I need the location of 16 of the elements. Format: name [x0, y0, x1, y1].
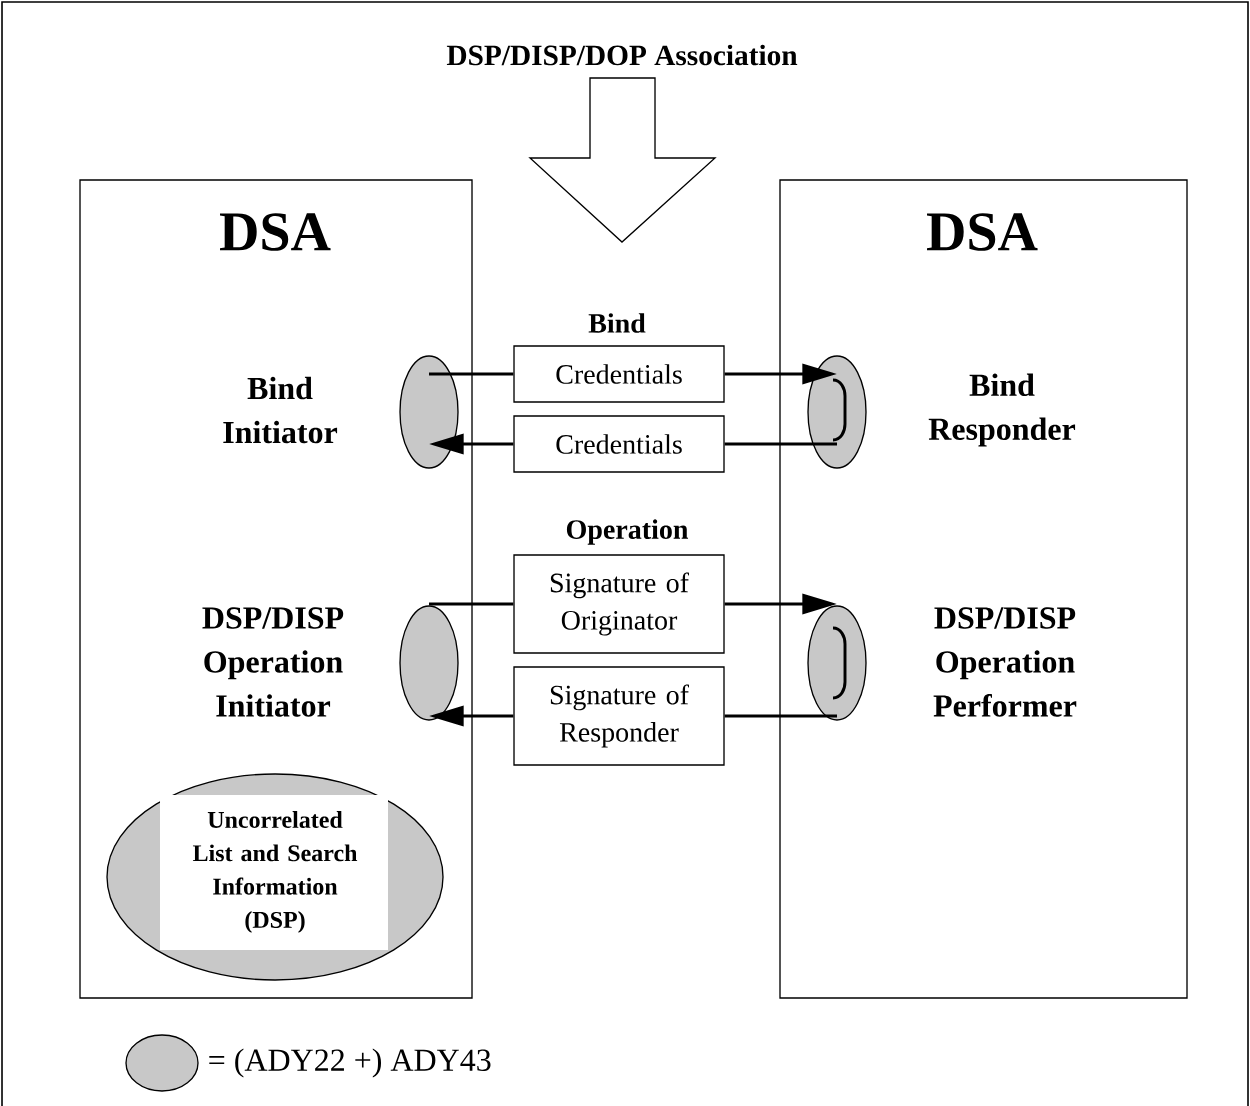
- role-label: Bind Responder: [928, 373, 1076, 447]
- ellipse: [399, 605, 459, 721]
- role-label: Bind Initiator: [223, 376, 338, 444]
- message-box: Signature of Originator: [513, 554, 725, 654]
- message-box: Credentials: [513, 415, 725, 473]
- role-label: DSP/DISP Operation Performer: [933, 607, 1077, 717]
- ellipse: [807, 605, 867, 721]
- ellipse: [807, 355, 867, 469]
- message-box: Credentials: [513, 345, 725, 403]
- role-label: DSP/DISP Operation Initiator: [202, 607, 344, 717]
- legend-text: = (ADY22 +) ADY43: [209, 1048, 491, 1078]
- section-label: Operation: [566, 519, 689, 545]
- ellipse: [399, 355, 459, 469]
- section-label: Bind: [588, 313, 646, 333]
- title: DSP/DISP/DOP Association: [446, 44, 798, 66]
- message-box: Signature of Responder: [513, 666, 725, 766]
